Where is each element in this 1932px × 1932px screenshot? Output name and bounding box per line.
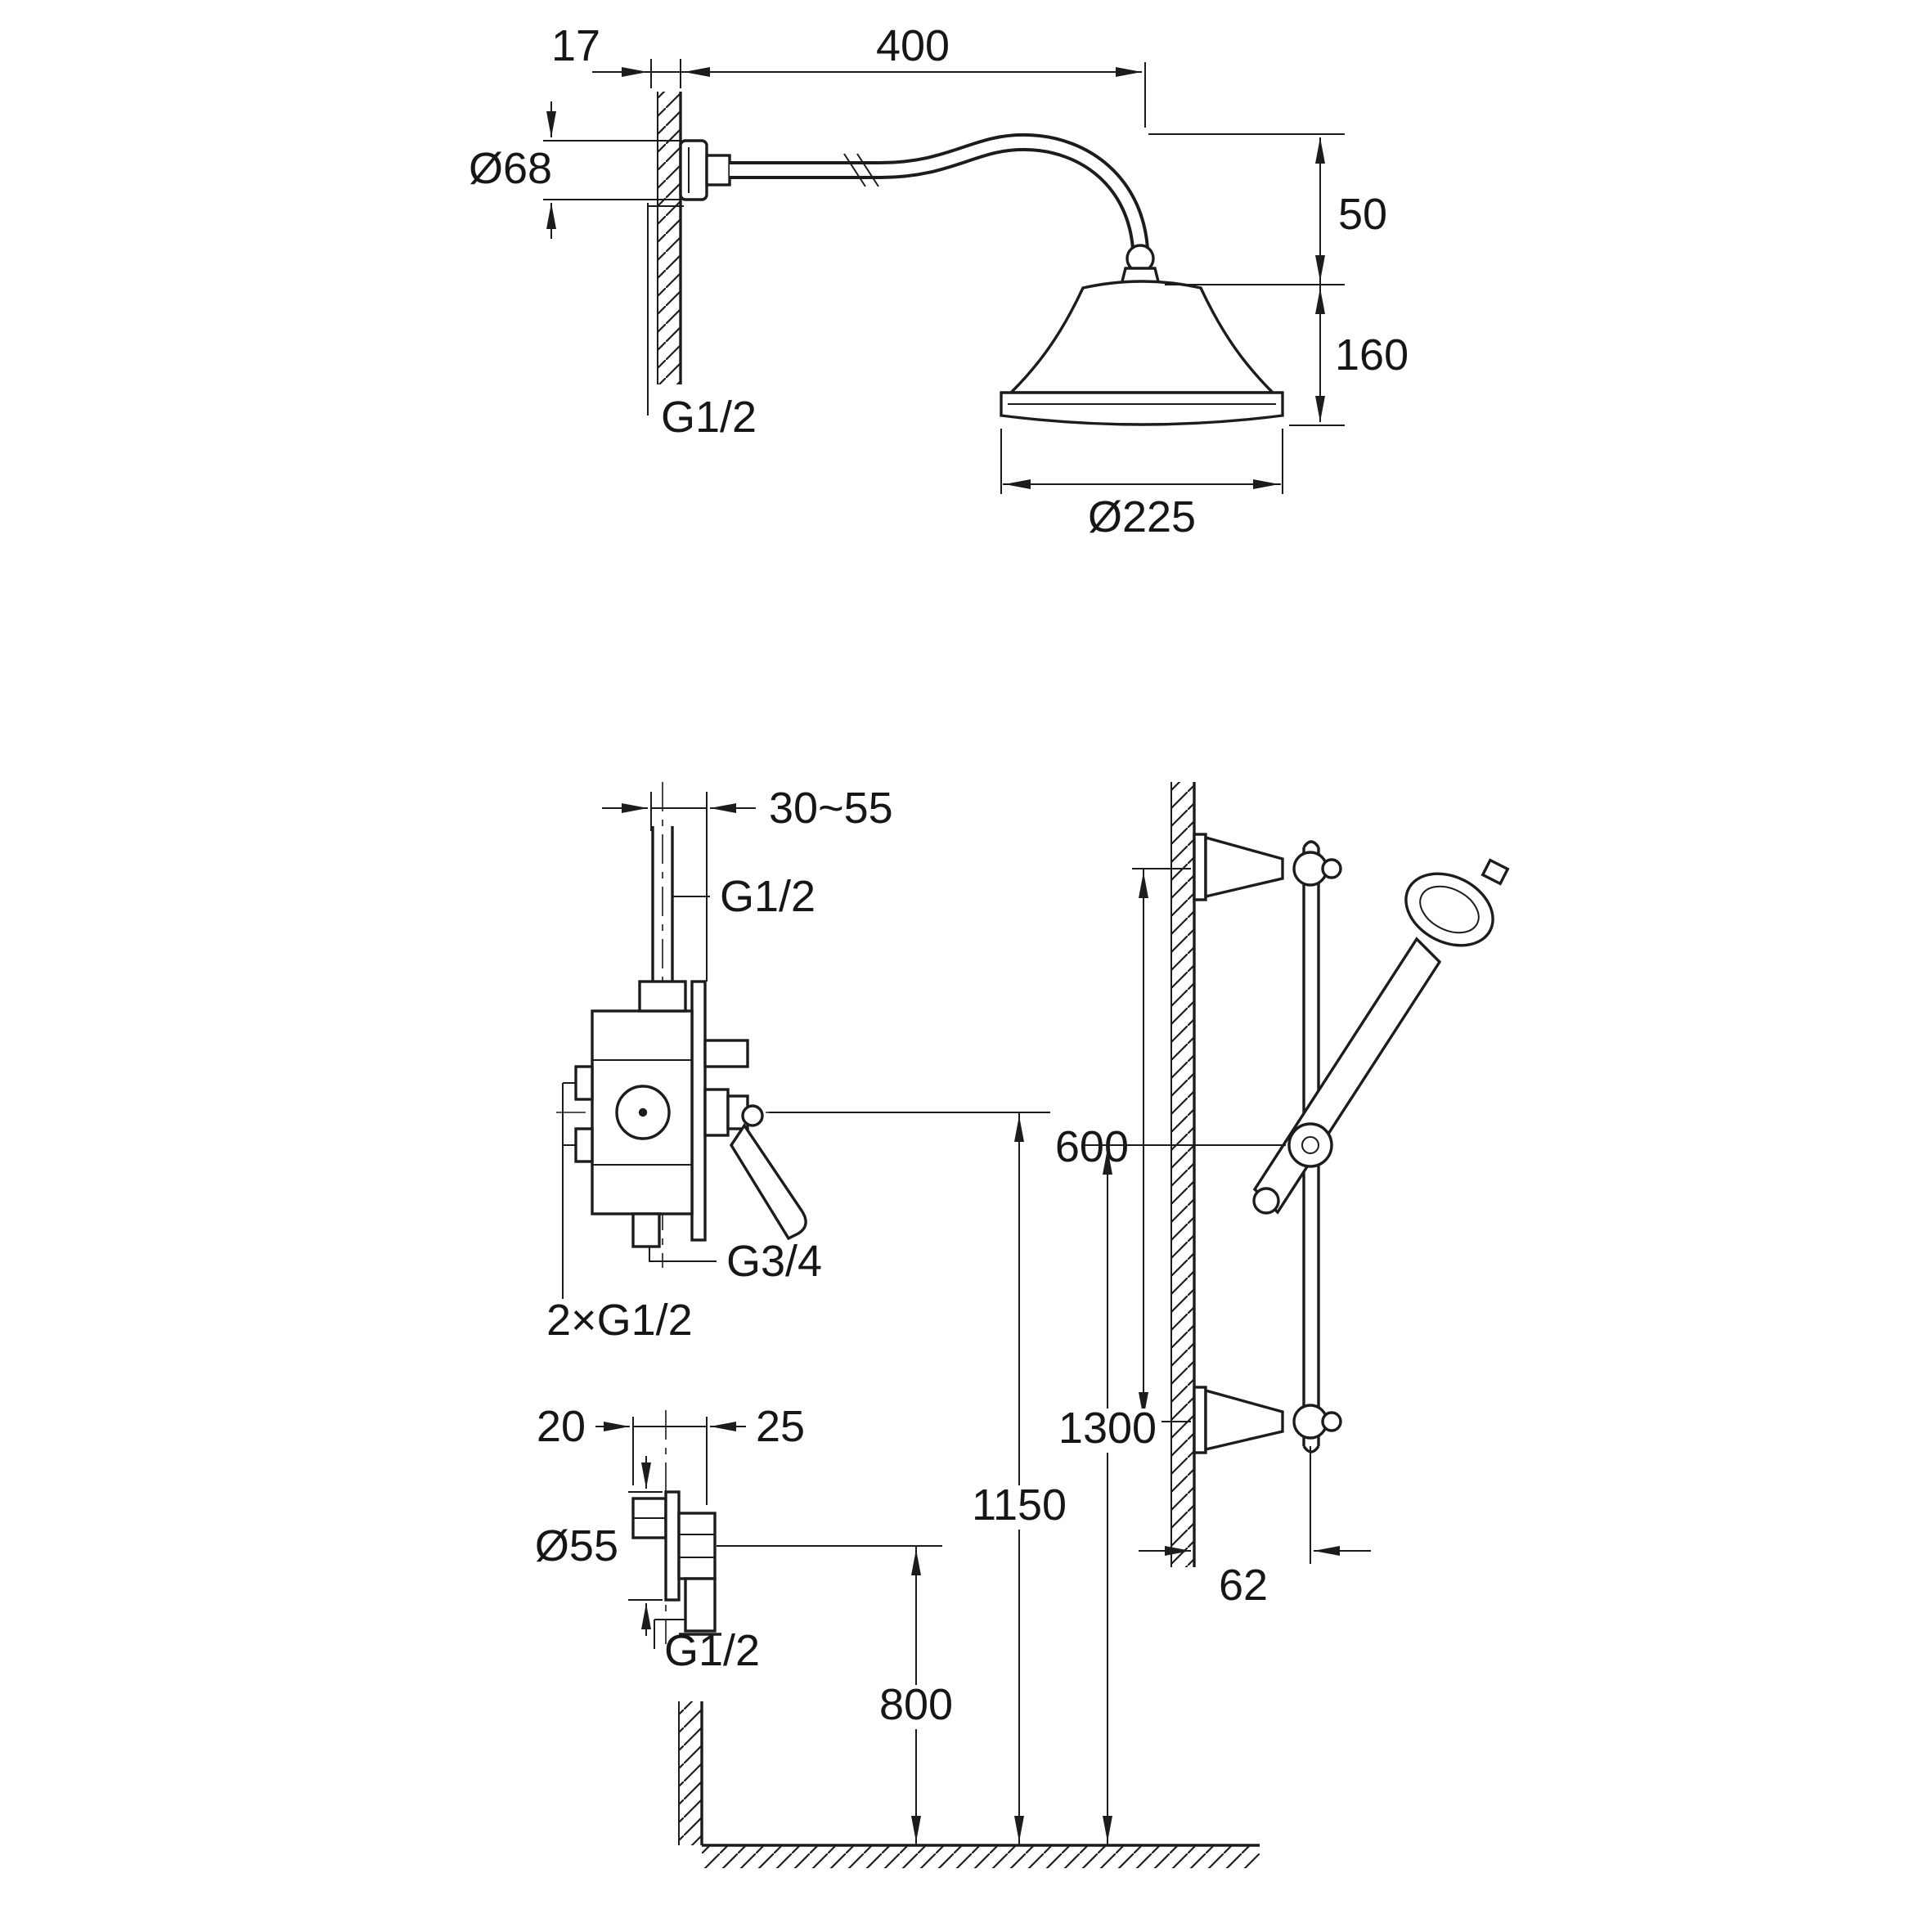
valve-top-port bbox=[638, 980, 687, 1013]
dim-arm-length-label: 400 bbox=[876, 21, 950, 70]
dim-valve-depth-label: 30~55 bbox=[769, 784, 893, 833]
dim-outlet-projection-label: 25 bbox=[756, 1402, 805, 1451]
valve-lever-handle bbox=[729, 1122, 807, 1241]
floor-hatch bbox=[702, 1845, 1260, 1868]
dimension-outlet-recess-projection: 20 25 bbox=[537, 1402, 805, 1505]
hand-shower-slide-rail: 600 62 bbox=[1055, 782, 1510, 1610]
outlet-down-pipe bbox=[684, 1577, 717, 1633]
valve-inlet-thread-label: G1/2 bbox=[720, 872, 815, 921]
dim-outlet-recess-label: 20 bbox=[537, 1402, 586, 1451]
dim-outlet-flange-label: Ø55 bbox=[535, 1521, 618, 1570]
rail-bottom-bracket-base bbox=[1193, 1386, 1207, 1454]
wall-outlet-elbow: 20 25 Ø55 G1/2 bbox=[535, 1402, 805, 1675]
valve-left-port-upper bbox=[574, 1065, 594, 1101]
label-valve-side-threads: 2×G1/2 bbox=[546, 1082, 693, 1345]
valve-supply-pipe bbox=[651, 826, 674, 1004]
wall-hatch-top bbox=[658, 92, 681, 384]
label-valve-outlet-thread: G3/4 bbox=[649, 1237, 822, 1286]
valve-outlet-thread-label: G3/4 bbox=[726, 1237, 822, 1286]
pipe-break-marks bbox=[843, 153, 879, 187]
valve-bonnet bbox=[703, 1088, 730, 1137]
dimension-flange-diameter: Ø68 bbox=[469, 101, 681, 239]
rail-top-bracket-base bbox=[1193, 833, 1207, 901]
shower-head-bell bbox=[1007, 280, 1277, 394]
dim-rail-offset-label: 62 bbox=[1219, 1561, 1268, 1610]
valve-outlet-stub bbox=[703, 1039, 749, 1068]
dimension-arm-offset-and-length: 17 400 bbox=[551, 21, 1146, 128]
rail-bottom-bracket-cone bbox=[1204, 1388, 1284, 1452]
outlet-flange bbox=[664, 1490, 681, 1602]
dim-head-height-label: 160 bbox=[1335, 330, 1409, 380]
dimension-head-drop-height: 50 160 bbox=[1148, 133, 1409, 426]
dimension-outlet-flange-diameter: Ø55 bbox=[535, 1456, 663, 1636]
dimension-heights: 1150 1300 800 bbox=[717, 1112, 1286, 1845]
dim-head-diameter-label: Ø225 bbox=[1088, 492, 1196, 541]
rail-bottom-bracket-knob bbox=[1321, 1411, 1342, 1432]
hand-shower-head bbox=[1404, 872, 1494, 947]
dimension-rail-length: 600 bbox=[1055, 868, 1191, 1422]
dim-head-drop-label: 50 bbox=[1338, 190, 1387, 239]
arm-thread-label: G1/2 bbox=[661, 393, 757, 442]
overhead-shower-head bbox=[1000, 280, 1284, 426]
outlet-thread-label: G1/2 bbox=[664, 1626, 760, 1675]
dim-arm-offset-label: 17 bbox=[551, 21, 600, 70]
wall-hatch-right bbox=[1171, 782, 1194, 1567]
dim-flange-diameter-label: Ø68 bbox=[469, 144, 552, 193]
valve-bottom-port bbox=[631, 1212, 661, 1248]
valve-handle-pivot bbox=[741, 1104, 764, 1127]
valve-escutcheon-plate bbox=[690, 980, 707, 1242]
hand-shower-face bbox=[1419, 885, 1480, 934]
hand-shower-handle bbox=[1252, 937, 1442, 1215]
dimension-valve-depth-range: 30~55 bbox=[602, 784, 893, 982]
valve-center-dot bbox=[638, 1108, 648, 1117]
dimension-rail-offset: 62 bbox=[1139, 1446, 1371, 1610]
hand-shower-hose-nipple bbox=[1480, 858, 1510, 886]
shower-head-rim bbox=[1000, 391, 1284, 426]
wall-section-top bbox=[657, 92, 682, 384]
valve-left-port-lower bbox=[574, 1127, 594, 1163]
rail-holder-knob bbox=[1287, 1122, 1333, 1168]
hand-shower bbox=[1252, 858, 1510, 1215]
floor-section bbox=[678, 1701, 1260, 1868]
rail-holder-screw bbox=[1301, 1136, 1319, 1154]
hand-shower-handle-tip bbox=[1252, 1187, 1280, 1215]
label-arm-thread: G1/2 bbox=[647, 203, 757, 442]
dim-valve-height-label: 1150 bbox=[972, 1480, 1067, 1530]
rail-top-bracket-cone bbox=[1204, 835, 1284, 899]
dim-outlet-height-label: 800 bbox=[879, 1680, 953, 1729]
rail-top-bracket-knob bbox=[1321, 858, 1342, 879]
label-outlet-thread: G1/2 bbox=[654, 1619, 760, 1675]
outlet-union-hex bbox=[677, 1512, 717, 1580]
concealed-mixer-valve: 30~55 G1/2 G3/4 2×G1/2 bbox=[546, 782, 893, 1345]
wall-hatch-bottom bbox=[679, 1701, 702, 1845]
valve-side-threads-label: 2×G1/2 bbox=[546, 1296, 693, 1345]
dimension-head-diameter: Ø225 bbox=[1000, 429, 1283, 541]
label-valve-inlet-thread: G1/2 bbox=[672, 872, 815, 921]
shower-arm-assembly bbox=[679, 133, 1162, 290]
dim-rail-height-label: 1300 bbox=[1058, 1404, 1157, 1453]
arm-union-nut bbox=[705, 154, 731, 186]
dim-rail-length-label: 600 bbox=[1055, 1122, 1129, 1171]
arm-wall-flange bbox=[679, 139, 708, 201]
